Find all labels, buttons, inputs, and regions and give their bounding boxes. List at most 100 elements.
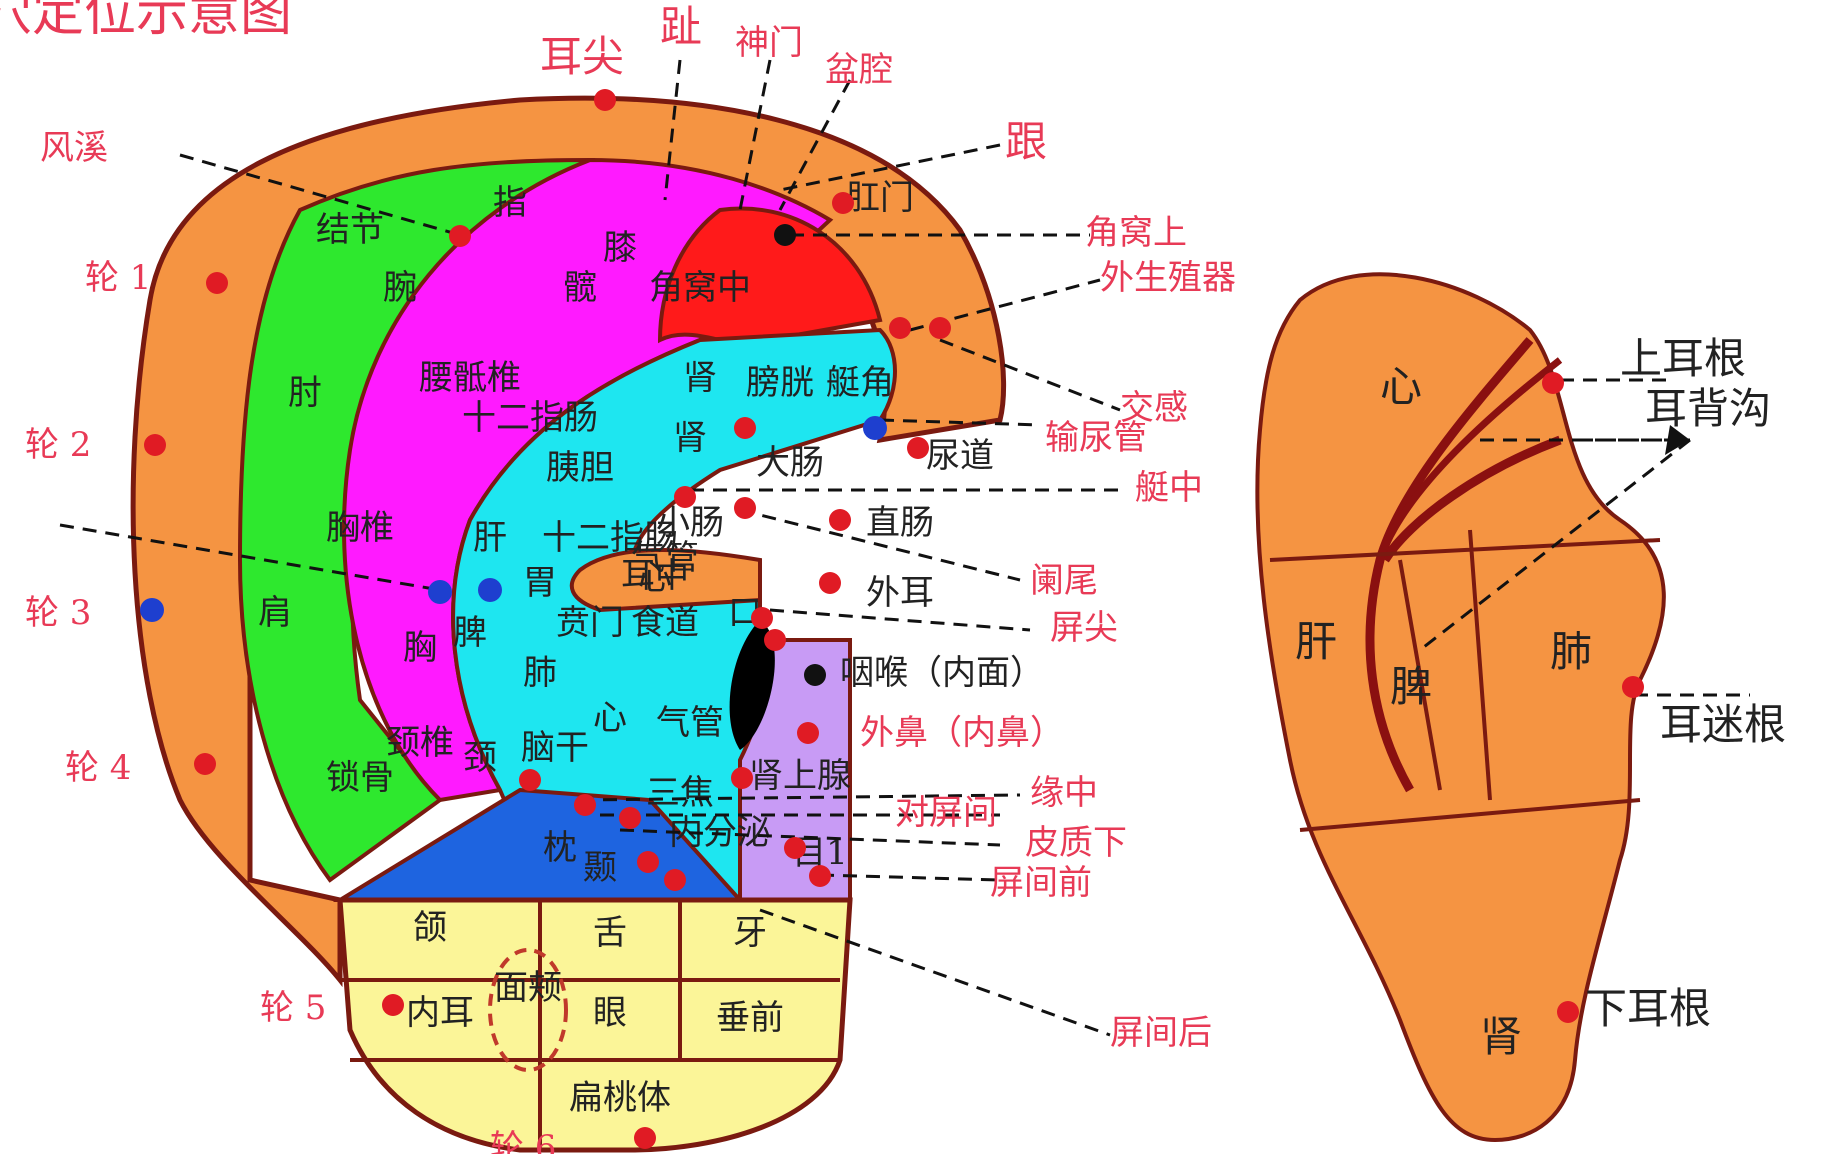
region-label: 艇角 [826, 363, 894, 403]
acupoint-dot [478, 578, 502, 602]
region-label: 结节 [316, 210, 384, 250]
region-label: 颌 [413, 908, 447, 948]
acupoint-dot [194, 753, 216, 775]
acupoint-dot [784, 837, 806, 859]
acupoint-dot [140, 598, 164, 622]
side-label: 轮 3 [25, 593, 91, 633]
back-point-label: 耳背沟 [1645, 384, 1771, 433]
region-label: 心 [593, 698, 627, 738]
region-label: 垂前 [716, 998, 784, 1038]
region-label: 贲门 [556, 603, 624, 643]
acupoint-dot [428, 580, 452, 604]
acupoint-dot [674, 486, 696, 508]
acupoint-dot [819, 572, 841, 594]
acupoint-dot [797, 722, 819, 744]
side-label: 轮 4 [65, 748, 131, 788]
side-label: 屏间后 [1110, 1013, 1212, 1053]
region-label: 舌 [593, 913, 627, 953]
region-label: 胸 [403, 628, 437, 668]
region-label: 肝 [473, 518, 507, 558]
acupoint-dot [1557, 1001, 1579, 1023]
side-label: 跟 [1005, 117, 1047, 166]
region-label: 胸椎 [326, 508, 394, 548]
acupoint-dot [382, 994, 404, 1016]
region-label: 肾 [683, 358, 717, 398]
acupoint-dot [751, 607, 773, 629]
acupoint-dot [206, 272, 228, 294]
region-label: 扁桃体 [569, 1078, 671, 1118]
acupoint-dot [829, 509, 851, 531]
acupoint-dot [907, 437, 929, 459]
region-label: 肘 [288, 373, 322, 413]
side-label: 轮 6 [490, 1128, 556, 1154]
back-region-label: 肾 [1480, 1012, 1522, 1061]
side-label: 对屏间 [895, 793, 997, 833]
acupoint-dot [764, 629, 786, 651]
side-label: 缘中 [1030, 773, 1098, 813]
side-label: 风溪 [40, 128, 108, 168]
region-label: 肾 [673, 418, 707, 458]
region-label: 颈椎 [386, 723, 454, 763]
region-label: 三焦 [646, 773, 714, 813]
side-label: 神门 [735, 23, 803, 63]
region-label: 面颊 [494, 968, 562, 1008]
acupoint-dot [809, 865, 831, 887]
region-label: 胰胆 [546, 448, 614, 488]
region-label: 气管 [656, 703, 724, 743]
back-region-label: 脾 [1390, 662, 1432, 711]
region-label: 颈 [463, 738, 497, 778]
side-label: 屏尖 [1050, 608, 1118, 648]
back-region-label: 心 [1380, 362, 1422, 411]
region-label: 肩 [258, 593, 292, 633]
region-label: 直肠 [866, 503, 934, 543]
region-label: 腕 [383, 268, 417, 308]
region-label: 外耳 [866, 573, 934, 613]
region-label: 大肠 [756, 443, 824, 483]
region-label: 脑干 [521, 728, 589, 768]
acupoint-dot [731, 767, 753, 789]
region-label: 腰骶椎 [419, 358, 521, 398]
acupoint-dot [634, 1127, 656, 1149]
region-label: 颞 [583, 848, 617, 888]
acupoint-dot [449, 225, 471, 247]
back-region-label: 肝 [1295, 617, 1337, 666]
side-label: 趾 [660, 2, 702, 51]
region-label: 指 [493, 183, 527, 223]
acupoint-dot [664, 869, 686, 891]
region-label: 内耳 [406, 993, 474, 1033]
side-label: 轮 2 [25, 425, 91, 465]
acupoint-dot [1542, 372, 1564, 394]
side-label: 输尿管 [1045, 418, 1147, 458]
acupoint-dot [619, 807, 641, 829]
side-label: 外生殖器 [1100, 258, 1236, 298]
region-label: 膝 [603, 228, 637, 268]
side-label: 艇中 [1135, 468, 1203, 508]
region-label: 髋 [563, 268, 597, 308]
acupoint-dot [637, 851, 659, 873]
side-label: 轮 1 [85, 258, 151, 298]
region-label: 食道 [631, 603, 699, 643]
acupoint-dot [774, 224, 796, 246]
acupoint-dot [519, 769, 541, 791]
acupoint-dot [1622, 676, 1644, 698]
region-label: 枕 [543, 828, 577, 868]
region-label: 锁骨 [326, 758, 394, 798]
acupoint-dot [574, 794, 596, 816]
region-label: 肛门 [846, 178, 914, 218]
acupoint-dot [832, 192, 854, 214]
region-label: 肺 [523, 653, 557, 693]
side-label: 轮 5 [260, 988, 326, 1028]
region-label: 尿道 [926, 436, 994, 476]
acupoint-dot [929, 317, 951, 339]
region-label: 牙 [733, 913, 767, 953]
side-label: 屏间前 [990, 863, 1092, 903]
back-point-label: 上耳根 [1620, 334, 1746, 383]
side-label: 角窝上 [1085, 213, 1187, 253]
acupoint-dot [863, 416, 887, 440]
acupoint-dot [144, 434, 166, 456]
region-label: 角窝中 [649, 268, 751, 308]
region-label: 膀胱 [746, 363, 814, 403]
side-label: 耳尖 [540, 32, 624, 81]
